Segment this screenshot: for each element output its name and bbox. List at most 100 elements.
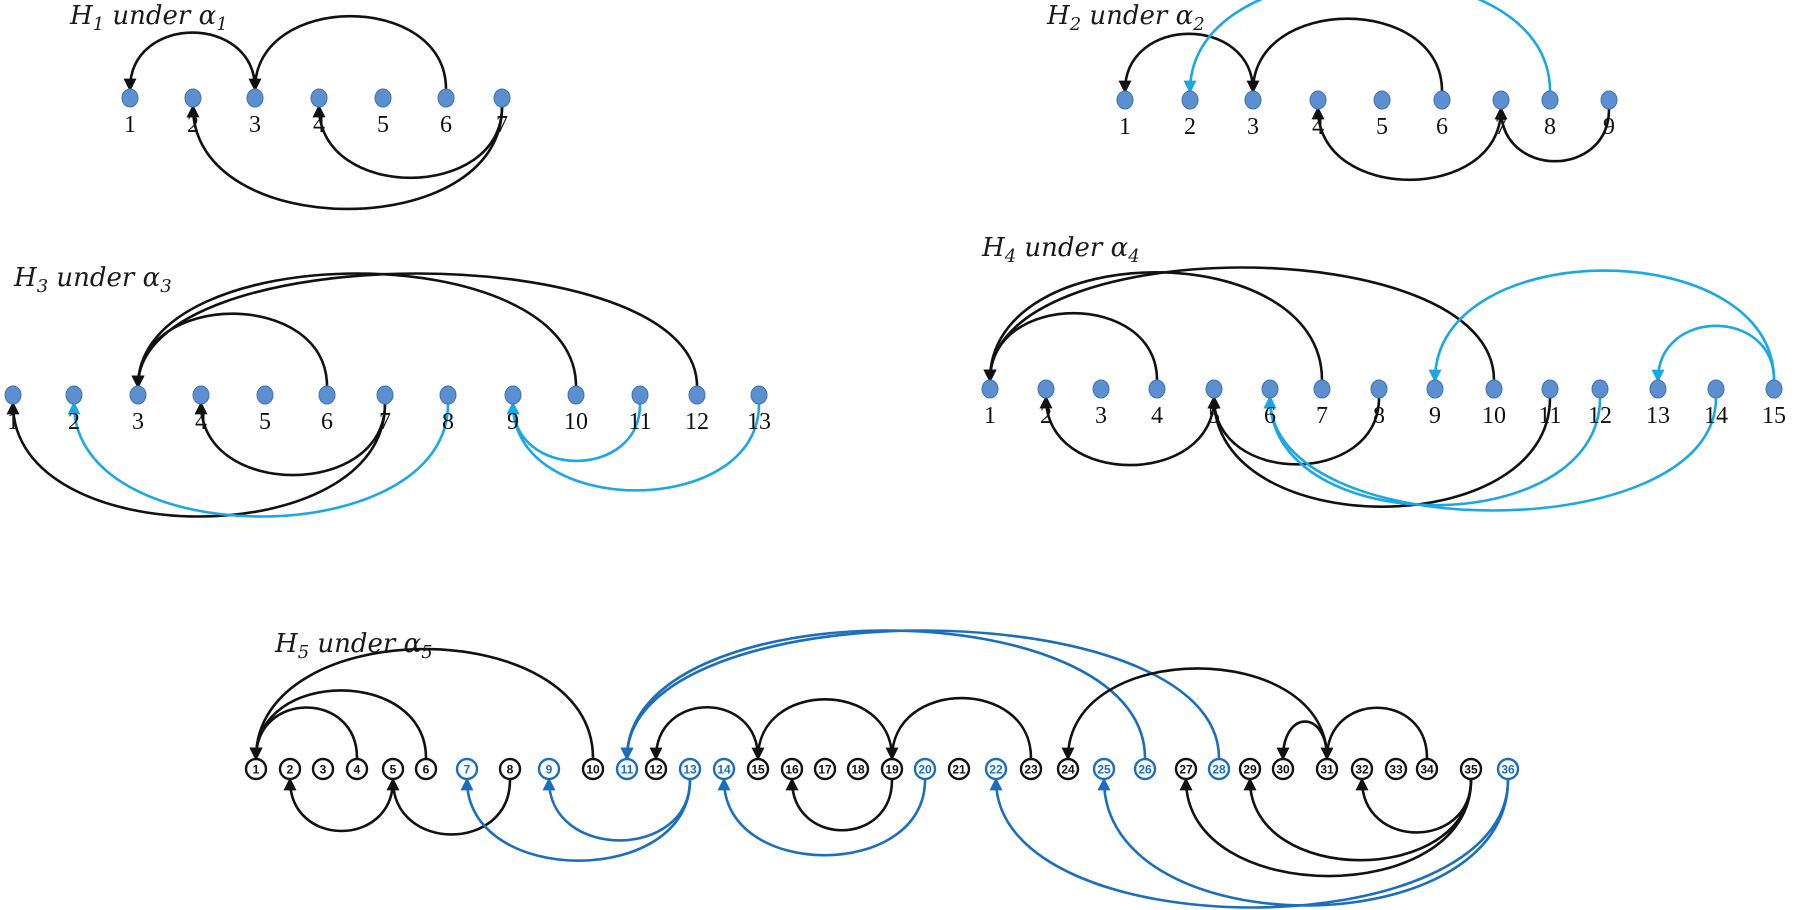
node-3	[129, 385, 147, 405]
edge-9-to-7	[1494, 106, 1611, 163]
edge-5-to-2	[1039, 395, 1216, 467]
edge-6-to-3	[131, 312, 329, 389]
edge-11-to-5	[1207, 395, 1552, 508]
panel-h3-edges	[6, 272, 761, 518]
node-label-11: 11	[1538, 403, 1561, 429]
panel-h2-edges	[1118, 0, 1611, 182]
node-label-2: 2	[1040, 403, 1052, 429]
node-label-10: 10	[564, 409, 588, 435]
node-24	[1056, 757, 1080, 781]
node-label-24: 24	[1061, 763, 1075, 777]
edge-6-to-3	[1246, 17, 1444, 94]
node-27	[1174, 757, 1198, 781]
edge-4-to-1	[983, 312, 1159, 383]
node-label-3: 3	[320, 763, 327, 777]
edge-5-to-2	[283, 777, 395, 833]
node-17	[813, 757, 837, 781]
node-label-15: 15	[1762, 403, 1786, 429]
node-label-2: 2	[187, 112, 199, 138]
node-label-18: 18	[851, 763, 865, 777]
edge-10-to-3	[131, 272, 578, 389]
node-label-2: 2	[287, 763, 294, 777]
node-29	[1238, 757, 1262, 781]
node-34	[1415, 757, 1439, 781]
node-3	[246, 88, 264, 108]
node-14	[712, 757, 736, 781]
node-label-12: 12	[649, 763, 663, 777]
node-label-26: 26	[1138, 763, 1152, 777]
panel-h4-title: H4 under α4	[981, 233, 1140, 267]
panel-h1-edges	[123, 14, 504, 211]
node-label-7: 7	[379, 409, 391, 435]
node-4	[1309, 90, 1327, 110]
node-7	[455, 757, 479, 781]
node-label-7: 7	[496, 112, 508, 138]
node-label-4: 4	[1312, 114, 1324, 140]
node-2	[1181, 90, 1199, 110]
node-15	[1765, 379, 1783, 399]
node-23	[1019, 757, 1043, 781]
node-11	[1541, 379, 1559, 399]
node-label-34: 34	[1420, 763, 1434, 777]
node-label-1: 1	[124, 112, 136, 138]
node-label-7: 7	[1495, 114, 1507, 140]
node-label-3: 3	[132, 409, 144, 435]
node-label-21: 21	[952, 763, 966, 777]
node-9	[537, 757, 561, 781]
node-10	[1485, 379, 1503, 399]
edge-7-to-1	[6, 401, 387, 518]
node-label-10: 10	[1482, 403, 1506, 429]
node-label-4: 4	[195, 409, 207, 435]
node-3	[1244, 90, 1262, 110]
node-label-1: 1	[253, 763, 260, 777]
node-label-20: 20	[918, 763, 932, 777]
node-8	[498, 757, 522, 781]
panel-h4-edges	[983, 266, 1776, 512]
edge-20-to-14	[717, 777, 927, 857]
edge-26-to-11	[620, 629, 1147, 761]
node-label-17: 17	[818, 763, 832, 777]
node-30	[1271, 757, 1295, 781]
node-4	[345, 757, 369, 781]
edge-15-to-12	[649, 705, 760, 761]
node-6	[318, 385, 336, 405]
node-33	[1384, 757, 1408, 781]
edge-3-to-1	[1118, 32, 1255, 94]
node-6	[1261, 379, 1279, 399]
edge-15-to-9	[1428, 269, 1776, 383]
node-label-7: 7	[464, 763, 471, 777]
node-label-32: 32	[1355, 763, 1369, 777]
edge-13-to-9	[506, 401, 761, 492]
node-label-4: 4	[1151, 403, 1163, 429]
node-label-36: 36	[1501, 763, 1515, 777]
node-label-23: 23	[1024, 763, 1038, 777]
node-13	[750, 385, 768, 405]
node-1	[4, 385, 22, 405]
node-6	[414, 757, 438, 781]
node-19	[880, 757, 904, 781]
node-8	[1541, 90, 1559, 110]
node-label-7: 7	[1316, 403, 1328, 429]
edge-12-to-3	[131, 272, 699, 389]
node-12	[1591, 379, 1609, 399]
node-label-9: 9	[507, 409, 519, 435]
node-2	[65, 385, 83, 405]
edge-28-to-11	[620, 629, 1221, 761]
edge-8-to-5	[386, 777, 512, 836]
node-5	[256, 385, 274, 405]
edge-10-to-1	[983, 266, 1496, 383]
node-2	[184, 88, 202, 108]
panel-h2-title: H2 under α2	[1046, 1, 1205, 35]
edge-3-to-1	[123, 31, 257, 92]
node-12	[688, 385, 706, 405]
node-label-8: 8	[1544, 114, 1556, 140]
panel-h5-title: H5 under α5	[274, 629, 433, 663]
node-1	[1116, 90, 1134, 110]
node-label-2: 2	[68, 409, 80, 435]
node-label-3: 3	[1247, 114, 1259, 140]
